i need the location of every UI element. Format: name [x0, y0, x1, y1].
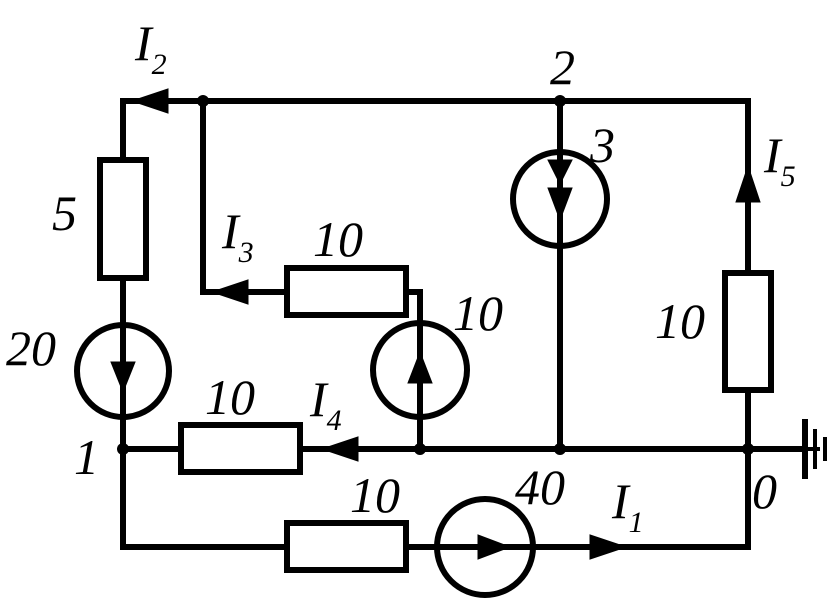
value-source-10: 10: [453, 285, 503, 341]
value-source-20: 20: [6, 320, 56, 376]
resistor-5: [97, 157, 149, 281]
current-source-3: [510, 149, 610, 249]
wire-i3-branch: [200, 98, 290, 295]
resistor-i4: [178, 422, 303, 475]
current-source-10: [370, 319, 470, 421]
junction-dot: [117, 443, 129, 455]
arrow-i2: [130, 88, 169, 114]
label-i1: I1: [611, 473, 644, 539]
junction-dot: [554, 95, 566, 107]
arrow-i4: [320, 436, 359, 462]
junction-dot: [554, 443, 566, 455]
junction-dot: [197, 95, 209, 107]
value-resistor-i4: 10: [205, 369, 255, 425]
resistor-right: [722, 270, 774, 393]
junction-dot: [742, 443, 754, 455]
value-resistor-i3: 10: [313, 211, 363, 267]
ground-icon: [800, 419, 827, 479]
value-resistor-5: 5: [52, 185, 77, 241]
resistor-i3: [284, 265, 409, 318]
label-i4: I4: [309, 371, 342, 437]
wire-i3-right: [403, 289, 423, 325]
arrow-i3: [210, 279, 249, 305]
node-label-1: 1: [74, 429, 99, 485]
junction-dot: [414, 443, 426, 455]
node-label-2: 2: [550, 39, 575, 95]
current-source-20: [74, 322, 172, 420]
value-source-3: 3: [589, 117, 615, 173]
current-source-40: [434, 496, 536, 598]
resistor-bottom: [284, 520, 409, 573]
label-i5: I5: [763, 127, 796, 193]
arrow-i1: [589, 534, 628, 560]
label-i3: I3: [221, 203, 254, 269]
value-resistor-right: 10: [655, 293, 705, 349]
node-label-0: 0: [752, 463, 777, 519]
value-resistor-bottom: 10: [350, 467, 400, 523]
value-source-40: 40: [515, 459, 565, 515]
label-i2: I2: [134, 15, 167, 81]
arrow-i5: [735, 164, 761, 203]
